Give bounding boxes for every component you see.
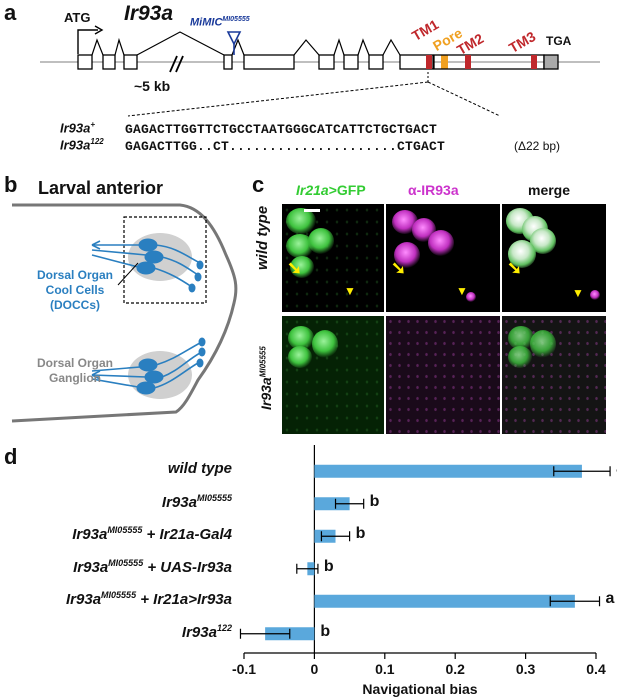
panel-d-label: d (4, 444, 18, 469)
seq2-name: Ir93a122 (60, 137, 104, 153)
bar (314, 594, 575, 608)
arrow-icon: ➘ (391, 258, 407, 278)
stat-letter: b (369, 492, 380, 510)
arrowhead-icon: ▼ (456, 284, 468, 298)
utr-3prime (543, 54, 559, 70)
exon-3 (123, 54, 138, 70)
ganglion-neurons (91, 337, 206, 395)
mimic-insertion-icon (226, 31, 242, 46)
navigational-bias-chart (239, 445, 611, 659)
scale-bar (304, 209, 320, 212)
ganglion-label: Dorsal Organ Ganglion (36, 356, 114, 385)
seq1-sequence: GAGACTTGGTTCTGCCTAATGGGCATCATTCTGCTGACT (125, 122, 438, 137)
exon-1 (77, 54, 93, 70)
intron-long (136, 31, 225, 56)
intron (91, 38, 104, 56)
zoom-box (123, 216, 207, 304)
seq2-sequence: GAGACTTGG..CT.....................CTGACT (125, 139, 446, 154)
arrowhead-icon: ▼ (344, 284, 356, 298)
intron (293, 39, 320, 56)
x-axis-label: Navigational bias (362, 681, 478, 697)
image-mutant-ir93a (386, 316, 500, 434)
image-mutant-gfp (282, 316, 384, 434)
zoom-line-left (127, 81, 429, 117)
col-gfp-header: Ir21a>GFP (296, 182, 366, 198)
tm3-segment (531, 55, 537, 69)
stat-letter: b (355, 525, 366, 543)
x-tick-label: 0.4 (586, 661, 606, 677)
tm1-segment (426, 55, 432, 69)
arrow-icon: ➘ (287, 258, 303, 278)
stat-letter: a (605, 590, 615, 608)
image-mutant-merge (502, 316, 606, 434)
deletion-label: (Δ22 bp) (514, 139, 561, 153)
break-mark (169, 55, 178, 73)
docc-neurons (91, 238, 204, 293)
panel-c-label: c (252, 172, 265, 197)
row-wildtype-label: wild type (254, 205, 271, 270)
exon-7 (343, 54, 359, 70)
category-label: Ir93a122 (181, 622, 232, 641)
tss-arrow (77, 29, 98, 54)
exon-9 (399, 54, 434, 70)
category-label: Ir93aMI05555 + UAS-Ir93a (73, 557, 232, 576)
row-mutant-label: Ir93aMI05555 (258, 346, 274, 410)
gene-model (40, 25, 600, 117)
tm2-segment (465, 55, 471, 69)
pore-segment (441, 55, 448, 69)
category-label: Ir93aMI05555 (161, 492, 232, 511)
exon-5 (243, 54, 295, 70)
bar (314, 464, 582, 478)
x-tick-label: -0.1 (231, 661, 257, 677)
docc-label: Dorsal Organ Cool Cells (DOCCs) (36, 268, 114, 312)
col-merge-header: merge (528, 182, 571, 198)
atg-label: ATG (64, 10, 91, 25)
break-mark (175, 55, 184, 73)
tga-label: TGA (546, 34, 572, 48)
docc-pointer (117, 262, 139, 286)
exon-4 (223, 54, 233, 70)
intron (357, 38, 370, 56)
intron (382, 38, 401, 56)
image-wt-merge: ➘ ▼ (502, 204, 606, 312)
category-label: wild type (167, 460, 232, 478)
mimic-label: MiMICMI05555 (190, 16, 250, 29)
seq1-name: Ir93a+ (60, 120, 96, 136)
image-wt-gfp: ➘ ▼ (282, 204, 384, 312)
larva-diagram (11, 203, 238, 423)
arrowhead-icon: ▼ (572, 286, 584, 300)
x-tick-label: 0 (310, 661, 319, 677)
exon-2 (102, 54, 116, 70)
arrow-icon: ➘ (507, 258, 523, 278)
x-tick-label: 0.2 (445, 661, 465, 677)
gap-label: ~5 kb (134, 78, 171, 94)
intron (114, 37, 125, 56)
exon-8 (368, 54, 384, 70)
intron (333, 38, 345, 56)
bar (314, 497, 350, 511)
x-tick-label: 0.1 (375, 661, 395, 677)
exon-6 (318, 54, 335, 70)
image-wt-ir93a: ➘ ▼ (386, 204, 500, 312)
category-label: Ir93aMI05555 + Ir21a-Gal4 (72, 525, 232, 544)
larva-outline (11, 203, 238, 423)
zoom-line-right (427, 81, 501, 117)
stat-letter: b (320, 622, 331, 640)
stat-letter: b (323, 557, 334, 575)
gene-title: Ir93a (124, 2, 174, 25)
larval-title: Larval anterior (38, 178, 164, 198)
category-label: Ir93aMI05555 + Ir21a>Ir93a (66, 590, 232, 609)
panel-b-label: b (4, 172, 18, 197)
x-tick-label: 0.3 (515, 661, 536, 677)
col-ir93a-header: α-IR93a (408, 182, 459, 198)
panel-a-label: a (4, 0, 17, 25)
tss-arrow-head (94, 25, 104, 35)
